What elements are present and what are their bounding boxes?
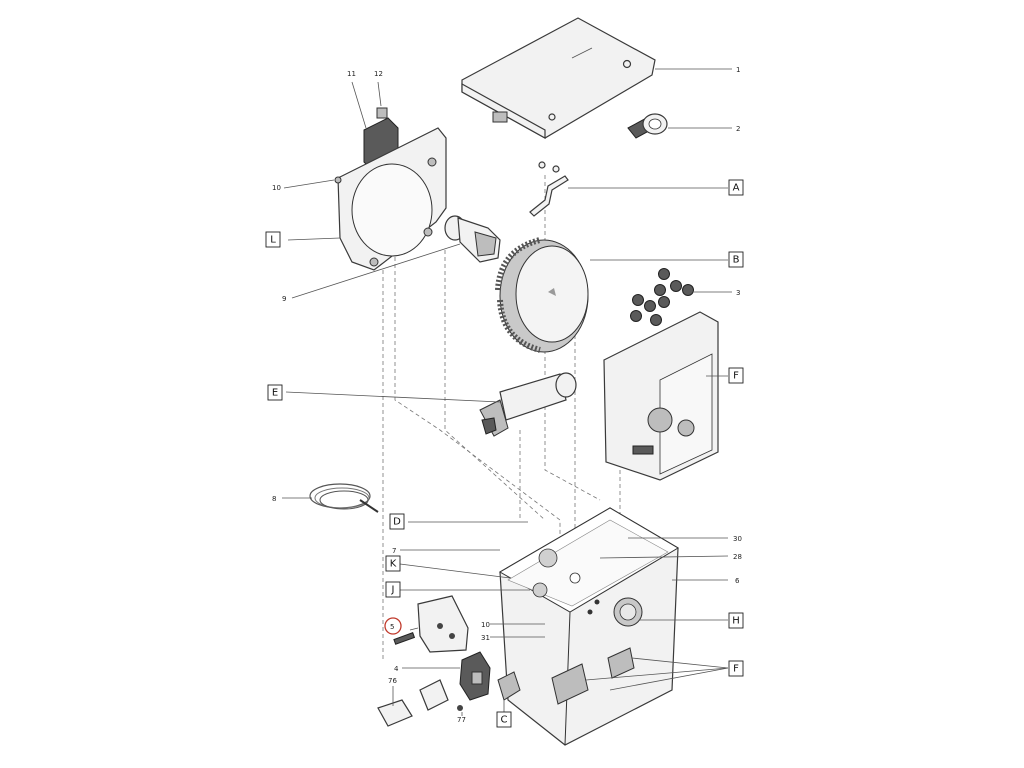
uv-lamp-E [285, 372, 577, 437]
housing-leader-lines [399, 521, 729, 691]
callout-10-top: 10 [272, 184, 281, 192]
callout-box-D: D [389, 513, 405, 530]
callout-4: 4 [394, 665, 399, 673]
callout-28: 28 [733, 553, 742, 561]
callout-box-C: C [496, 711, 512, 728]
callout-letter-D: D [393, 517, 401, 528]
callout-letter-K: K [390, 559, 397, 570]
filter-drum-B [495, 237, 728, 353]
callout-letter-A: A [733, 183, 740, 194]
callout-letter-E: E [272, 388, 278, 399]
callout-letter-H: H [732, 616, 740, 627]
connector-part-C [497, 671, 521, 712]
rod-part-A [529, 161, 728, 217]
callout-30: 30 [733, 535, 742, 543]
callout-11: 11 [347, 70, 356, 78]
callout-box-F-upper: F [728, 367, 744, 384]
callout-box-J: J [385, 581, 401, 598]
highlight-circle [384, 617, 402, 635]
clip-part-76 [377, 679, 449, 727]
callout-box-B: B [728, 251, 744, 268]
highlighted-callout-5[interactable]: 5 [384, 617, 402, 635]
side-panel-F-upper [603, 311, 728, 481]
callout-6: 6 [735, 577, 740, 585]
callout-letter-F-lower: F [733, 664, 739, 675]
callout-3: 3 [736, 289, 740, 297]
screw-part-77 [457, 705, 463, 716]
callout-2: 2 [736, 125, 740, 133]
lid-part [461, 17, 732, 140]
mounting-plate-L [283, 127, 447, 271]
callout-box-F-lower: F [728, 660, 744, 677]
numeric-callouts: 1 2 3 11 12 10 9 8 7 30 28 6 10 31 4 76 … [272, 66, 742, 724]
callout-box-E: E [267, 384, 283, 401]
callout-box-H: H [728, 612, 744, 629]
callout-letter-L: L [270, 235, 276, 246]
control-box-part-4 [402, 651, 491, 701]
callout-letter-J: J [391, 585, 395, 596]
adapter-part-9 [291, 215, 501, 299]
callout-box-A: A [728, 179, 744, 196]
letter-callouts: A L B F E D K J [265, 179, 744, 728]
callout-8: 8 [272, 495, 276, 503]
callout-5: 5 [390, 623, 394, 631]
callout-1: 1 [736, 66, 740, 74]
main-housing [498, 507, 679, 746]
callout-box-L: L [265, 231, 281, 248]
tape-roll-part [627, 113, 732, 139]
callout-letter-C: C [501, 715, 508, 726]
callout-letter-B: B [733, 255, 740, 266]
callout-77: 77 [457, 716, 466, 724]
callout-31: 31 [481, 634, 490, 642]
terminal-block-5 [393, 595, 469, 653]
callout-10-bottom: 10 [481, 621, 490, 629]
cable-coil-8 [282, 483, 379, 513]
fastener-set-3 [630, 268, 732, 326]
callout-76: 76 [388, 677, 397, 685]
callout-9: 9 [282, 295, 286, 303]
callout-box-K: K [385, 555, 401, 572]
callout-letter-F-upper: F [733, 371, 739, 382]
callout-7: 7 [392, 547, 396, 555]
callout-12: 12 [374, 70, 383, 78]
